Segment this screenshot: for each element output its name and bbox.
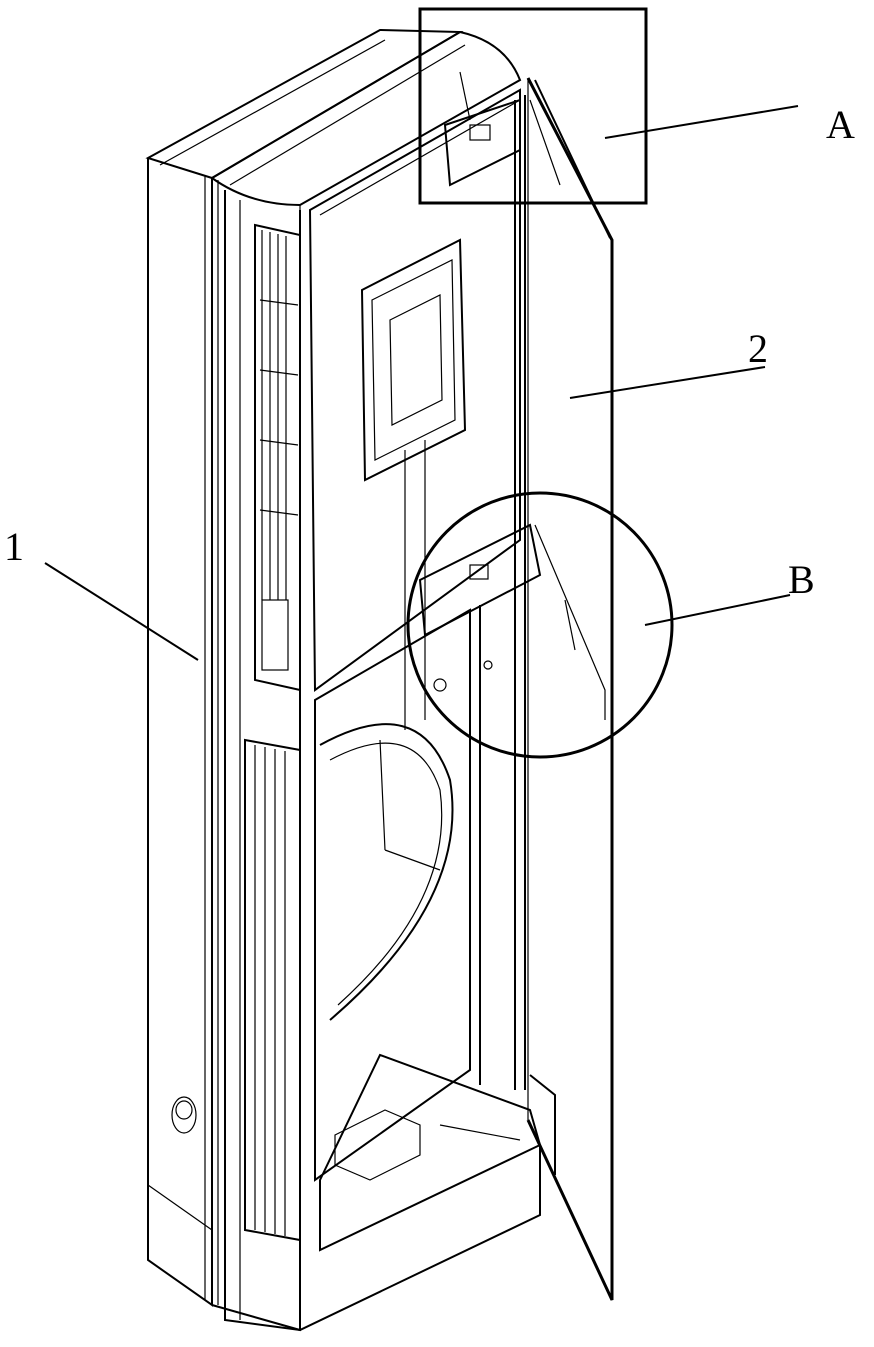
callout-label-2: 2 [748,326,768,371]
detail-circle-middle-hinge [408,493,672,757]
leader-line-2 [570,367,765,398]
front-door-panel [528,78,612,1300]
inner-panel [310,90,520,730]
right-rail [470,95,525,1090]
fan-housing [315,610,540,1250]
callout-label-1: 1 [4,524,24,569]
leader-line-B [645,595,790,625]
lower-louver [245,740,300,1240]
leader-line-A [605,106,798,138]
middle-hinge [420,525,605,720]
detail-box-top-hinge [420,9,646,203]
callout-label-B: B [788,557,815,602]
leader-line-1 [45,563,198,660]
cabinet-body [148,30,540,1330]
callout-label-A: A [826,102,855,147]
upper-louver [255,225,300,690]
